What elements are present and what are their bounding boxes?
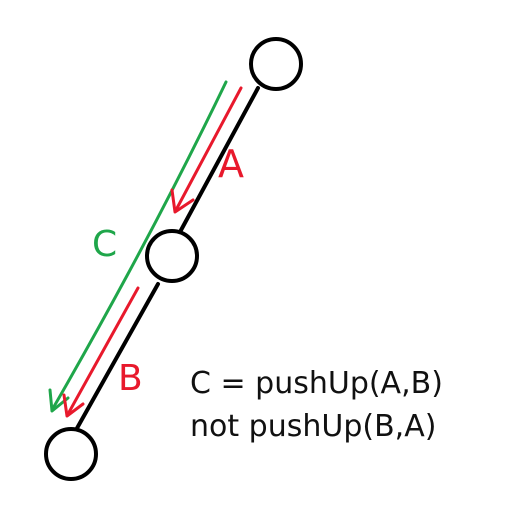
node-bottom [44,427,98,481]
node-middle [145,229,199,283]
arrow-b [62,286,140,418]
label-c: C [92,224,117,265]
node-top [249,37,303,91]
arrow-c [48,80,228,413]
edge-middle-bottom [74,282,160,432]
formula-line-2: not pushUp(B,A) [190,409,436,444]
edge-top-middle [178,86,260,234]
label-b: B [118,358,143,399]
formula-line-1: C = pushUp(A,B) [190,366,443,401]
arrow-a [170,86,243,214]
label-a: A [218,142,244,186]
